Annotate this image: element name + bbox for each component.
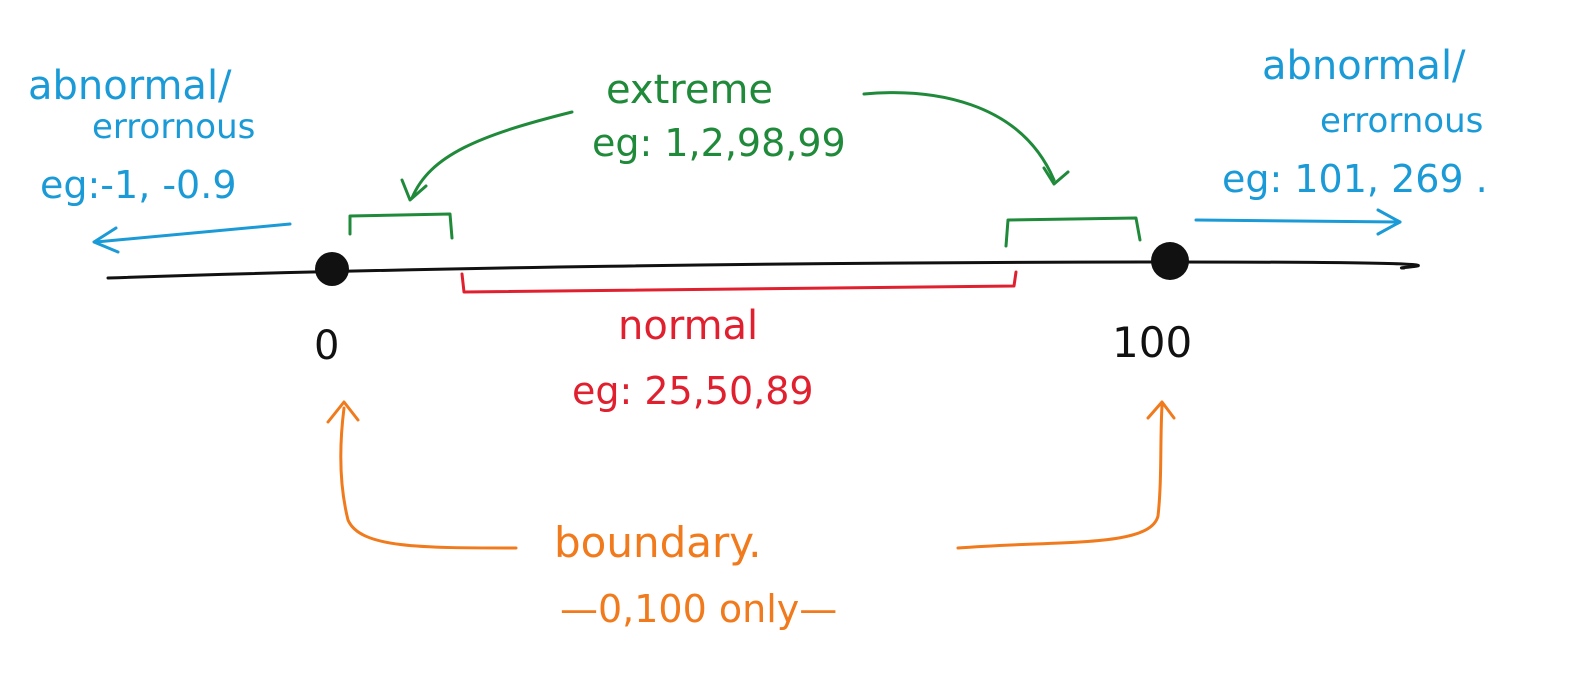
right-abnormal-title-line1: abnormal/ — [1262, 43, 1466, 89]
abnormal-arrow-right — [1194, 218, 1402, 224]
extreme-bracket-left — [348, 212, 454, 240]
normal-examples: eg: 25,50,89 — [572, 369, 814, 413]
boundary-arrowhead-right — [1146, 400, 1176, 420]
normal-bracket — [460, 270, 1018, 294]
left-abnormal-title-line2: errornous — [92, 107, 256, 147]
normal-title: normal — [618, 303, 759, 349]
extreme-bracket-right — [1004, 216, 1142, 248]
extreme-examples: eg: 1,2,98,99 — [592, 121, 846, 165]
left-abnormal-examples: eg:-1, -0.9 — [40, 163, 237, 207]
boundary-title: boundary. — [554, 518, 762, 567]
axis-min-label: 0 — [314, 323, 340, 369]
endpoint-hundred — [1151, 242, 1189, 280]
boundary-arrow-left — [339, 406, 518, 550]
left-abnormal-title-line1: abnormal/ — [28, 63, 232, 109]
endpoint-zero — [315, 252, 349, 286]
extreme-arrowhead-right — [1042, 166, 1070, 186]
boundary-arrowhead-left — [326, 400, 360, 424]
boundary-arrow-right — [956, 404, 1164, 550]
abnormal-arrow-left — [94, 222, 292, 244]
number-line — [106, 260, 1420, 280]
abnormal-arrowhead-left — [92, 226, 120, 254]
extreme-arrow-left — [410, 110, 574, 200]
right-abnormal-title-line2: errornous — [1320, 101, 1484, 141]
extreme-arrowhead-left — [400, 178, 428, 202]
boundary-examples: —0,100 only— — [560, 587, 838, 631]
axis-max-label: 100 — [1112, 318, 1193, 367]
extreme-title: extreme — [606, 67, 774, 113]
abnormal-arrowhead-right — [1376, 208, 1402, 236]
right-abnormal-examples: eg: 101, 269 . — [1222, 157, 1488, 201]
extreme-arrow-right — [862, 91, 1056, 182]
